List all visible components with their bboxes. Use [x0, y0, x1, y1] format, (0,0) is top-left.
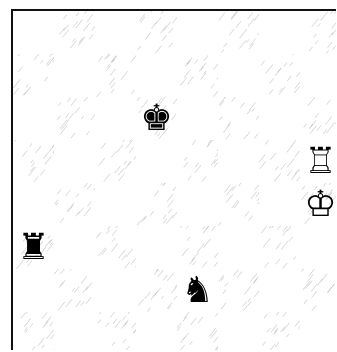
- square-e4[interactable]: [177, 183, 218, 226]
- square-g1[interactable]: [259, 312, 300, 350]
- square-h8[interactable]: [300, 11, 336, 54]
- square-c7[interactable]: [95, 54, 136, 97]
- square-a2[interactable]: [13, 269, 54, 312]
- black-king[interactable]: ♚: [136, 97, 177, 140]
- square-a1[interactable]: [13, 312, 54, 350]
- square-c2[interactable]: [95, 269, 136, 312]
- square-a7[interactable]: [13, 54, 54, 97]
- square-e5[interactable]: [177, 140, 218, 183]
- square-b8[interactable]: [54, 11, 95, 54]
- square-d2[interactable]: [136, 269, 177, 312]
- square-c3[interactable]: [95, 226, 136, 269]
- chess-board: ♚ ♖♔ ♜ ♞: [11, 9, 336, 350]
- square-d3[interactable]: [136, 226, 177, 269]
- square-b1[interactable]: [54, 312, 95, 350]
- black-rook[interactable]: ♜: [13, 226, 54, 269]
- square-d4[interactable]: [136, 183, 177, 226]
- square-e8[interactable]: [177, 11, 218, 54]
- square-d1[interactable]: [136, 312, 177, 350]
- square-h6[interactable]: [300, 97, 336, 140]
- square-a8[interactable]: [13, 11, 54, 54]
- square-e7[interactable]: [177, 54, 218, 97]
- square-g5[interactable]: [259, 140, 300, 183]
- square-g7[interactable]: [259, 54, 300, 97]
- square-a4[interactable]: [13, 183, 54, 226]
- square-e6[interactable]: [177, 97, 218, 140]
- square-h7[interactable]: [300, 54, 336, 97]
- square-h3[interactable]: [300, 226, 336, 269]
- square-c8[interactable]: [95, 11, 136, 54]
- square-c6[interactable]: [95, 97, 136, 140]
- square-b2[interactable]: [54, 269, 95, 312]
- white-rook[interactable]: ♖: [300, 140, 336, 183]
- square-c1[interactable]: [95, 312, 136, 350]
- square-g4[interactable]: [259, 183, 300, 226]
- square-c5[interactable]: [95, 140, 136, 183]
- square-f3[interactable]: [218, 226, 259, 269]
- square-e1[interactable]: [177, 312, 218, 350]
- square-f7[interactable]: [218, 54, 259, 97]
- white-king[interactable]: ♔: [300, 183, 336, 226]
- square-f5[interactable]: [218, 140, 259, 183]
- square-g3[interactable]: [259, 226, 300, 269]
- square-g2[interactable]: [259, 269, 300, 312]
- square-d5[interactable]: [136, 140, 177, 183]
- square-a5[interactable]: [13, 140, 54, 183]
- square-f4[interactable]: [218, 183, 259, 226]
- square-h2[interactable]: [300, 269, 336, 312]
- black-knight[interactable]: ♞: [177, 269, 218, 312]
- square-c4[interactable]: [95, 183, 136, 226]
- square-b6[interactable]: [54, 97, 95, 140]
- square-a6[interactable]: [13, 97, 54, 140]
- square-d7[interactable]: [136, 54, 177, 97]
- square-e3[interactable]: [177, 226, 218, 269]
- square-f6[interactable]: [218, 97, 259, 140]
- square-b7[interactable]: [54, 54, 95, 97]
- square-f8[interactable]: [218, 11, 259, 54]
- square-h1[interactable]: [300, 312, 336, 350]
- square-d8[interactable]: [136, 11, 177, 54]
- square-g8[interactable]: [259, 11, 300, 54]
- square-b4[interactable]: [54, 183, 95, 226]
- square-g6[interactable]: [259, 97, 300, 140]
- square-f2[interactable]: [218, 269, 259, 312]
- square-b5[interactable]: [54, 140, 95, 183]
- square-b3[interactable]: [54, 226, 95, 269]
- square-f1[interactable]: [218, 312, 259, 350]
